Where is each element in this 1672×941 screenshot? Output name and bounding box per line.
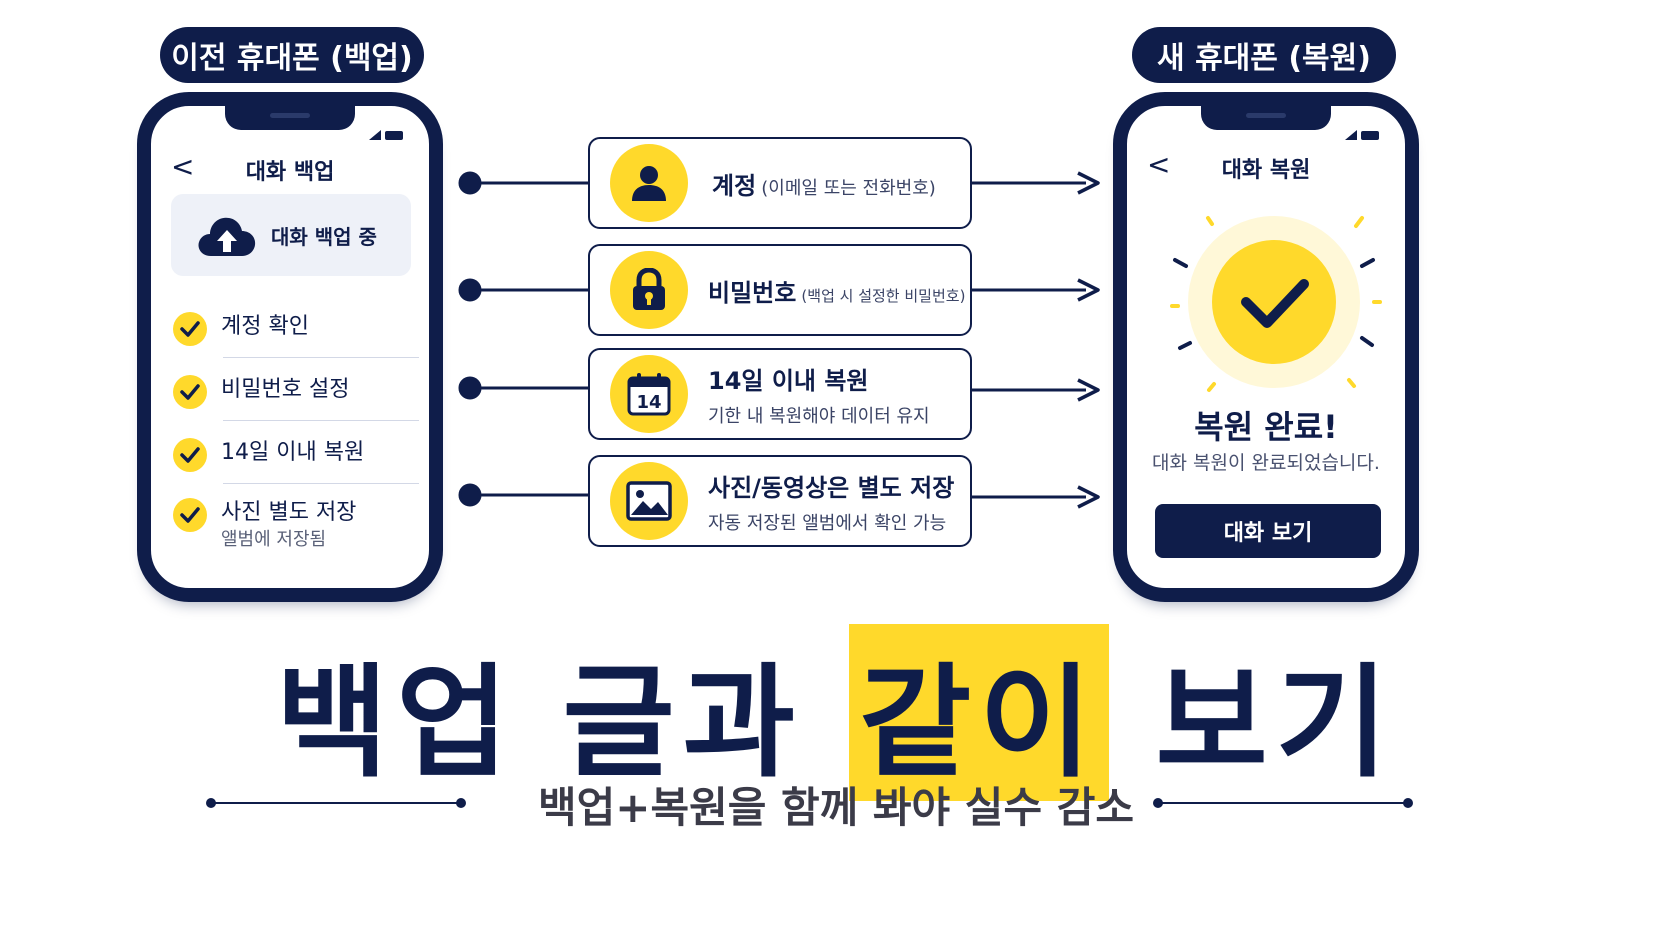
arrow-right-icon [1077,378,1100,402]
subline-rule-left [206,798,466,808]
card-detail: 자동 저장된 앨범에서 확인 가능 [708,512,947,534]
backup-progress-label: 대화 백업 중 [271,224,377,249]
card-detail: 기한 내 복원해야 데이터 유지 [708,405,930,427]
subline: 백업+복원을 함께 봐야 실수 감소 [537,783,1134,832]
check-icon [173,375,207,409]
lock-icon [610,251,688,329]
headline-word: 보기 [1155,652,1396,794]
connector-dot [458,278,482,302]
view-chats-button[interactable]: 대화 보기 [1155,504,1381,558]
divider [223,483,419,484]
card-detail: (이메일 또는 전화번호) [761,177,936,199]
back-button[interactable]: < [1147,148,1171,181]
check-item: 14일 이내 복원 [173,438,364,472]
success-check-icon [1170,216,1382,392]
arrow-right-icon [1077,278,1100,302]
check-item: 비밀번호 설정 [173,375,349,409]
check-icon [173,498,207,532]
phone-notch [1201,104,1331,130]
headline-word: 글과 [562,652,803,794]
card-title: 사진/동영상은 별도 저장 [708,473,955,502]
deadline-card: 14 14일 이내 복원 기한 내 복원해야 데이터 유지 [588,348,972,440]
image-icon [610,462,688,540]
connector-dot [458,376,482,400]
calendar-icon: 14 [610,355,688,433]
card-title: 14일 이내 복원 [708,366,869,395]
headline-highlight-word: 같이 [849,624,1110,801]
subline-rule-right [1153,798,1413,808]
check-icon [173,438,207,472]
connector-dot [458,483,482,507]
password-card: 비밀번호 (백업 시 설정한 비밀번호) [588,244,972,336]
status-bar [369,130,403,140]
backup-progress-card: 대화 백업 중 [171,194,411,276]
check-label: 비밀번호 설정 [221,377,350,402]
check-item: 계정 확인 [173,312,309,346]
status-bar [1345,130,1379,140]
phone-notch [225,104,355,130]
divider [223,357,419,358]
check-label-main: 사진 별도 저장 [221,500,357,525]
restore-complete-title: 복원 완료! [1194,408,1338,446]
screen-title: 대화 백업 [245,160,335,185]
media-card: 사진/동영상은 별도 저장 자동 저장된 앨범에서 확인 가능 [588,455,972,547]
user-icon [610,144,688,222]
headline: 백업 글과 같이 보기 [0,624,1672,801]
divider [223,420,419,421]
check-item: 사진 별도 저장 앨범에 저장됨 [173,498,356,552]
card-title: 계정 [712,171,757,200]
card-title: 비밀번호 [708,278,797,307]
check-label: 계정 확인 [221,314,309,339]
old-phone: < 대화 백업 대화 백업 중 계정 확인 비밀번호 설정 14일 이내 복원 … [137,92,443,602]
screen-title: 대화 복원 [1221,158,1311,183]
headline-word: 백업 [276,652,517,794]
old-phone-label: 이전 휴대폰 (백업) [160,27,424,83]
new-phone: < 대화 복원 복원 완료! 대화 복원이 완료되었습니다. 대화 보기 [1113,92,1419,602]
new-phone-label: 새 휴대폰 (복원) [1132,27,1396,83]
check-label: 14일 이내 복원 [221,440,365,465]
arrow-right-icon [1077,171,1100,195]
back-button[interactable]: < [171,150,195,183]
restore-complete-message: 대화 복원이 완료되었습니다. [1152,452,1380,474]
check-label: 사진 별도 저장 앨범에 저장됨 [221,498,356,552]
connector-dot [458,171,482,195]
check-icon [173,312,207,346]
arrow-right-icon [1077,485,1100,509]
account-card: 계정 (이메일 또는 전화번호) [588,137,972,229]
card-detail: (백업 시 설정한 비밀번호) [801,286,966,305]
calendar-day: 14 [636,392,661,413]
cloud-upload-icon [198,217,256,256]
check-label-sub: 앨범에 저장됨 [221,529,327,550]
